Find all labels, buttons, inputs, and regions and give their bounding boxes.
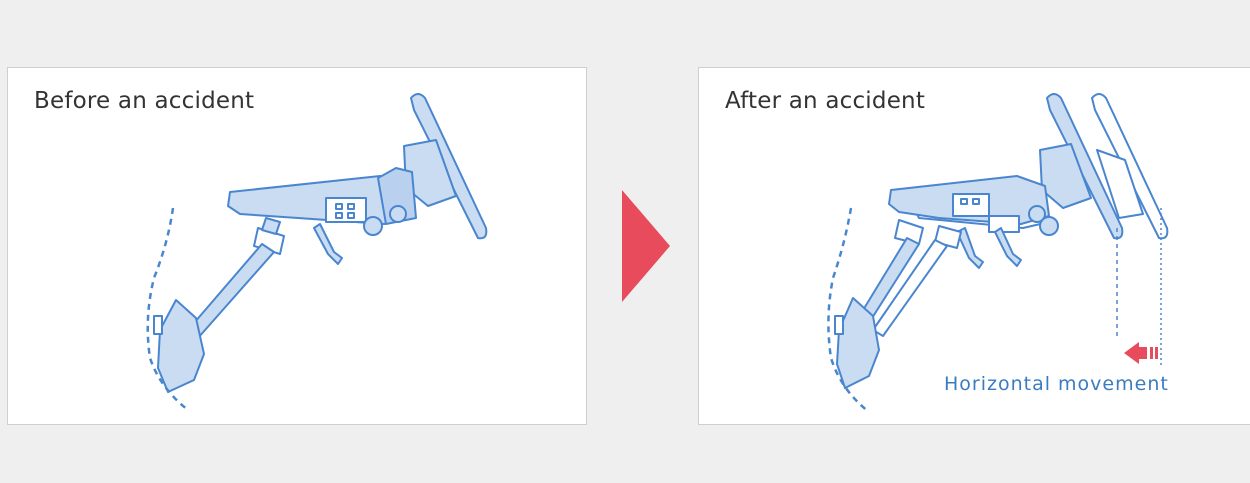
before-accident-panel: Before an accident [7,67,587,425]
left-arrow-icon [1124,342,1158,364]
steering-column-after-illustration [699,68,1250,425]
intermediate-shaft [188,244,274,338]
after-accident-panel: After an accident [698,67,1250,425]
horizontal-movement-label: Horizontal movement [944,373,1169,395]
play-arrow-icon [622,190,670,302]
steering-column-before-illustration [8,68,587,425]
